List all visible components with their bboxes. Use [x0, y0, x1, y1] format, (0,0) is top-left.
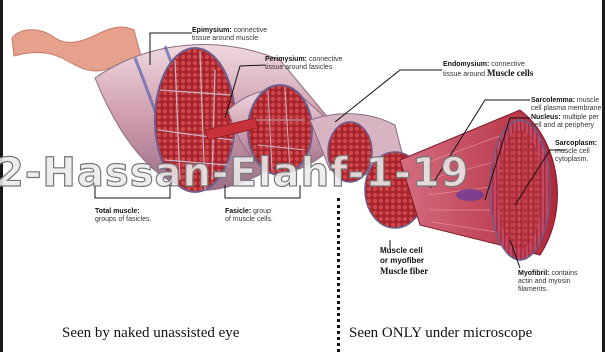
- label-fasicle-desc2: of muscle cells.: [225, 216, 273, 223]
- label-fasicle-desc1: group: [253, 208, 271, 215]
- label-fasicle-title: Fasicle:: [225, 208, 251, 215]
- label-sarcoplasm: Sarcoplasm: muscle cell cytoplasm.: [555, 140, 597, 164]
- label-sarcolemma: Sarcolemma: muscle cell plasma membrane: [531, 97, 601, 113]
- label-perimysium-desc1: connective: [309, 56, 342, 63]
- label-perimysium-desc2: tissue around fasicles: [265, 64, 332, 71]
- label-fasicle: Fasicle: group of muscle cells.: [225, 208, 273, 224]
- label-endomysium-desc2: tissue around: [443, 71, 485, 78]
- label-sarcolemma-desc2: cell plasma membrane: [531, 105, 601, 112]
- label-sarcoplasm-desc1: muscle cell: [555, 148, 590, 155]
- label-muscle-fiber: Muscle fiber: [380, 266, 428, 276]
- label-perimysium-title: Perimysium:: [265, 56, 307, 63]
- label-endomysium-extra: Muscle cells: [487, 68, 533, 78]
- label-epimysium-desc2: tissue around muscle: [192, 35, 258, 42]
- label-sarcolemma-desc1: muscle: [577, 97, 599, 104]
- label-nucleus-title: Nucleus:: [531, 114, 561, 121]
- label-epimysium: Epimysium: connective tissue around musc…: [192, 27, 267, 43]
- label-sarcoplasm-title: Sarcoplasm:: [555, 140, 597, 147]
- label-muscle-cell: Muscle cell or myofiber Muscle fiber: [380, 246, 428, 277]
- label-myofibril-desc1: contains: [551, 270, 577, 277]
- label-epimysium-title: Epimysium:: [192, 27, 232, 34]
- label-endomysium: Endomysium: connective tissue around Mus…: [443, 61, 533, 79]
- label-myofibril-desc3: filaments.: [518, 286, 548, 293]
- label-myofibril-title: Myofibril:: [518, 270, 550, 277]
- divider-dotted-line: [337, 198, 340, 352]
- label-total-muscle-title: Total muscle:: [95, 208, 140, 215]
- label-myofibril: Myofibril: contains actin and myosin fil…: [518, 270, 578, 294]
- label-myofibril-desc2: actin and myosin: [518, 278, 571, 285]
- label-muscle-cell-line2: or myofiber: [380, 256, 424, 265]
- label-total-muscle: Total muscle: groups of fasicles.: [95, 208, 151, 224]
- label-sarcoplasm-desc2: cytoplasm.: [555, 156, 588, 163]
- label-epimysium-desc1: connective: [234, 27, 267, 34]
- label-total-muscle-desc: groups of fasicles.: [95, 216, 151, 223]
- label-nucleus-desc2: cell and at periphery: [531, 122, 594, 129]
- caption-naked-eye: Seen by naked unassisted eye: [62, 325, 239, 342]
- label-sarcolemma-title: Sarcolemma:: [531, 97, 575, 104]
- label-endomysium-title: Endomysium:: [443, 61, 489, 68]
- label-nucleus-desc1: multiple per: [563, 114, 599, 121]
- label-perimysium: Perimysium: connective tissue around fas…: [265, 56, 342, 72]
- caption-microscope: Seen ONLY under microscope: [349, 325, 532, 342]
- label-nucleus: Nucleus: multiple per cell and at periph…: [531, 114, 599, 130]
- label-muscle-cell-line1: Muscle cell: [380, 246, 423, 255]
- label-endomysium-desc1: connective: [491, 61, 524, 68]
- watermark-text: 2-Hassan-Elahf-1-19: [0, 150, 470, 196]
